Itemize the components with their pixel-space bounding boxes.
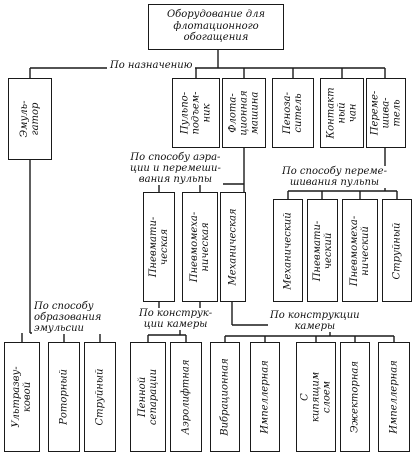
node-impeller-left: Импеллерная — [250, 342, 280, 452]
node-ejector-label: Эжекторная — [349, 361, 361, 433]
node-mechanical-agitator-label: Механический — [282, 211, 294, 290]
edge-label-aeration-method: По способу аэра- ции и перемеши- вания п… — [128, 152, 223, 185]
node-vibrating: Вибрационная — [210, 342, 240, 452]
node-contact-tank: Контакт ный чан — [320, 78, 364, 148]
node-defoamer: Пеноза- ситель — [272, 78, 314, 148]
node-mechanical-label: Механическая — [227, 208, 239, 286]
edge-label-design-left: По конструк- ции камеры — [137, 308, 215, 330]
node-pneumatic: Пневмати- ческая — [143, 192, 175, 302]
edge-label-by-purpose: По назначению — [107, 60, 196, 71]
edge-label-design-right: По конструкции камеры — [268, 310, 362, 332]
node-pneumomechanical-label: Пневмомеха- ническая — [189, 211, 211, 283]
edge-label-emulsion-method: По способу образования эмульсии — [32, 301, 104, 334]
node-impeller-right-label: Импеллерная — [388, 360, 400, 434]
node-ejector: Эжекторная — [340, 342, 370, 452]
edge-label-mixing-method: По способу переме- шивания пульпы — [280, 166, 389, 188]
node-ultrasonic: Ультразву- ковой — [4, 342, 40, 452]
node-foam-separation: Пенной сепарации — [130, 342, 166, 452]
node-pulp-lifter: Пульпо- подъем- ник — [172, 78, 220, 148]
node-jet-agitator-label: Струйный — [391, 222, 403, 279]
node-pneumatic-label: Пневмати- ческая — [148, 216, 170, 278]
node-impeller-left-label: Импеллерная — [259, 360, 271, 434]
node-rotary-label: Роторный — [58, 369, 70, 425]
node-pneumomechanical-agitator-label: Пневмомеха- нический — [349, 215, 371, 286]
node-pneumatic-agitator: Пневмати- ческий — [307, 199, 338, 302]
node-mechanical: Механическая — [220, 192, 246, 302]
node-foam-separation-label: Пенной сепарации — [137, 368, 159, 426]
node-boiling-layer: С кипящим слоем — [296, 342, 336, 452]
node-impeller-right: Импеллерная — [378, 342, 410, 452]
node-flotation-machine-label: Флота- ционная машина — [227, 90, 261, 136]
node-pneumatic-agitator-label: Пневмати- ческий — [311, 220, 334, 281]
node-agitator: Переме- шива- тель — [366, 78, 406, 148]
node-pneumomechanical-agitator: Пневмомеха- нический — [342, 199, 378, 302]
node-ultrasonic-label: Ультразву- ковой — [11, 366, 33, 428]
node-jet-emulsifier: Струйный — [84, 342, 116, 452]
root-label: Оборудование для флотационного обогащени… — [166, 9, 266, 43]
node-jet-emulsifier-label: Струйный — [94, 368, 106, 426]
node-contact-tank-label: Контакт ный чан — [325, 87, 359, 139]
node-jet-agitator: Струйный — [382, 199, 412, 302]
node-emulsifier-label: Эмуль- гатор — [19, 100, 41, 138]
node-mechanical-agitator: Механический — [273, 199, 303, 302]
node-emulsifier: Эмуль- гатор — [8, 78, 52, 160]
node-aerolift-label: Аэролифтная — [180, 359, 192, 435]
node-agitator-label: Переме- шива- тель — [369, 90, 403, 136]
node-rotary: Роторный — [48, 342, 80, 452]
node-pulp-lifter-label: Пульпо- подъем- ник — [179, 91, 213, 135]
root-box: Оборудование для флотационного обогащени… — [148, 4, 284, 50]
node-defoamer-label: Пеноза- ситель — [282, 91, 304, 135]
node-aerolift: Аэролифтная — [170, 342, 202, 452]
node-pneumomechanical: Пневмомеха- ническая — [182, 192, 218, 302]
node-boiling-layer-label: С кипящим слоем — [299, 371, 333, 423]
node-vibrating-label: Вибрационная — [219, 358, 231, 436]
node-flotation-machine: Флота- ционная машина — [222, 78, 266, 148]
